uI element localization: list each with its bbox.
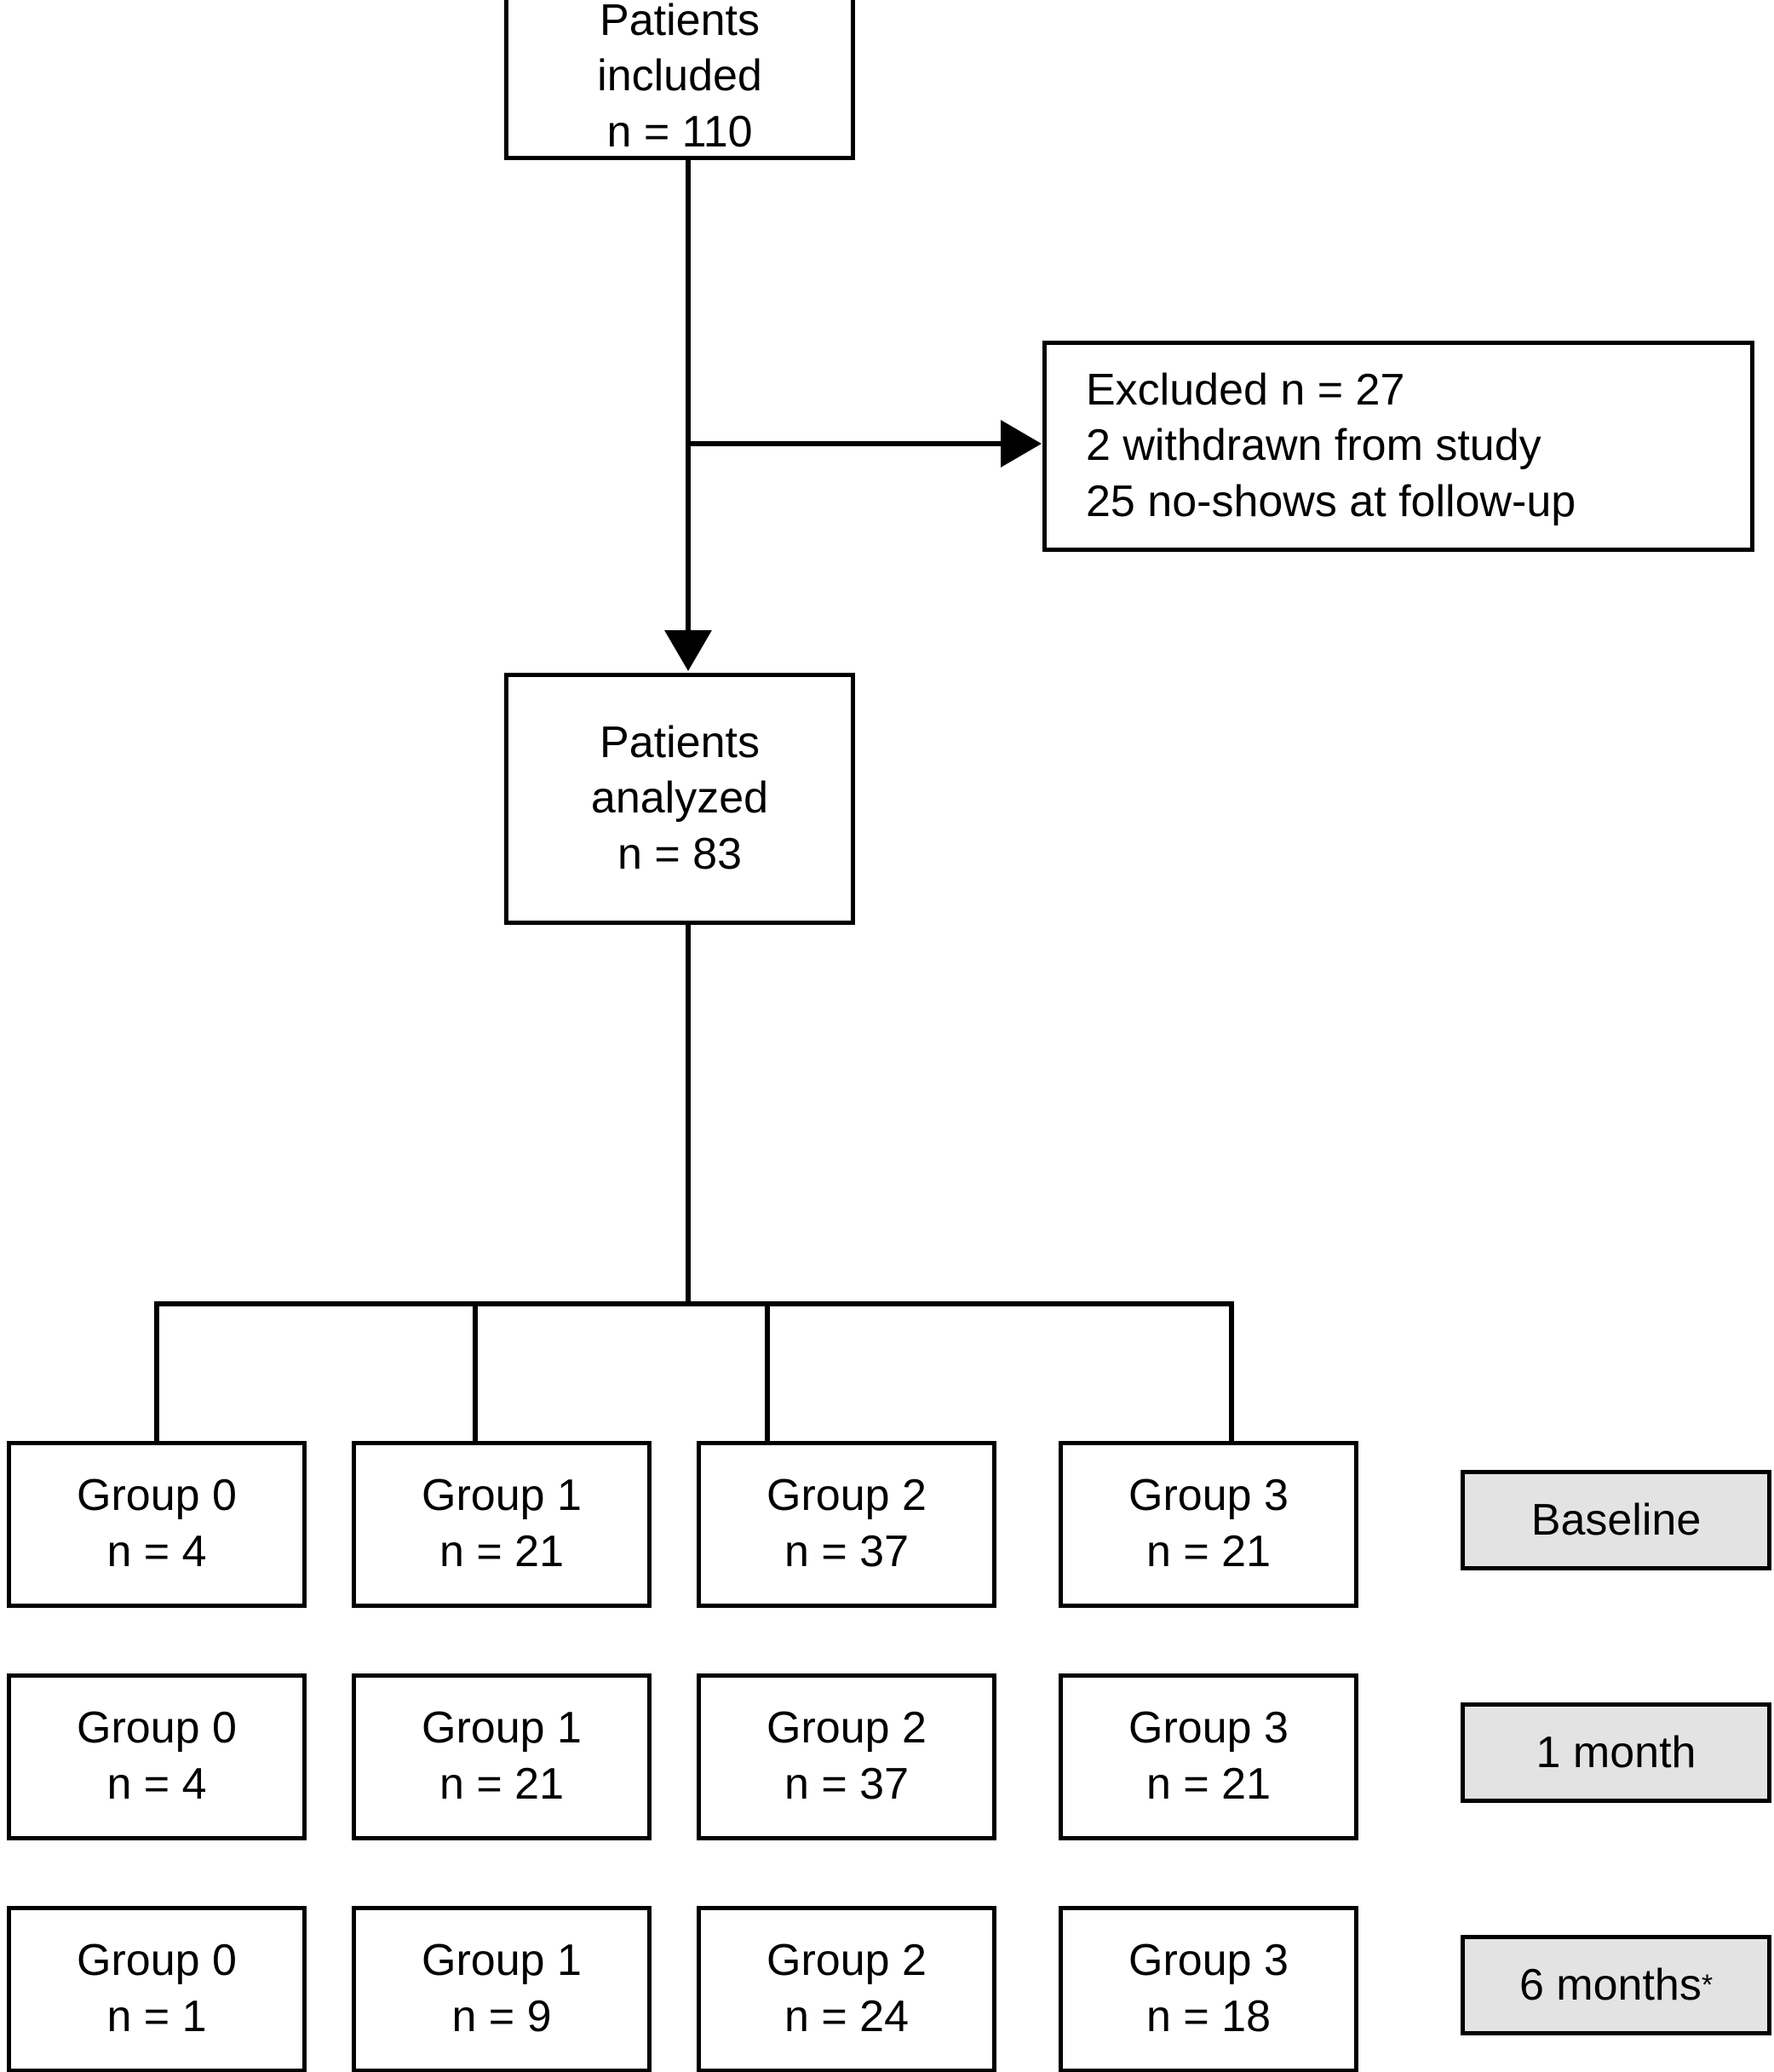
group-name: Group 1 xyxy=(422,1936,582,1986)
group-count: n = 4 xyxy=(106,1759,207,1809)
arrowhead-to-excluded xyxy=(1001,420,1042,468)
trunk-included-to-analyzed xyxy=(686,160,691,644)
group-count: n = 21 xyxy=(1145,1759,1272,1809)
group-count: n = 21 xyxy=(439,1759,565,1809)
arrowhead-to-analyzed xyxy=(664,630,712,671)
node-patients-analyzed-line1: Patients xyxy=(600,717,760,767)
group-box-1month-2: Group 2 n = 37 xyxy=(697,1673,996,1840)
stage-label-6months: 6 months* xyxy=(1461,1935,1771,2035)
group-box-1month-0: Group 0 n = 4 xyxy=(7,1673,307,1840)
group-count: n = 21 xyxy=(1145,1527,1272,1576)
group-box-6months-1: Group 1 n = 9 xyxy=(352,1906,652,2072)
node-excluded-line3: 25 no-shows at follow-up xyxy=(1086,476,1576,526)
group-name: Group 3 xyxy=(1128,1703,1289,1753)
branch-to-excluded xyxy=(686,441,1002,446)
group-count: n = 4 xyxy=(106,1527,207,1576)
group-name: Group 0 xyxy=(77,1471,237,1521)
group-count: n = 21 xyxy=(439,1527,565,1576)
group-box-6months-3: Group 3 n = 18 xyxy=(1059,1906,1358,2072)
distribution-bus xyxy=(154,1301,1231,1306)
stage-label-text: Baseline xyxy=(1530,1495,1702,1545)
node-excluded: Excluded n = 27 2 withdrawn from study 2… xyxy=(1042,341,1754,552)
node-patients-analyzed-line2: analyzed xyxy=(590,773,769,824)
group-box-6months-0: Group 0 n = 1 xyxy=(7,1906,307,2072)
group-name: Group 1 xyxy=(422,1703,582,1753)
node-patients-included: Patients included n = 110 xyxy=(504,0,855,160)
group-box-1month-1: Group 1 n = 21 xyxy=(352,1673,652,1840)
trunk-analyzed-to-bus xyxy=(686,925,691,1306)
group-box-baseline-3: Group 3 n = 21 xyxy=(1059,1441,1358,1608)
group-count: n = 18 xyxy=(1145,1992,1272,2041)
group-count: n = 1 xyxy=(106,1992,207,2041)
group-name: Group 2 xyxy=(766,1703,927,1753)
group-box-baseline-1: Group 1 n = 21 xyxy=(352,1441,652,1608)
stage-label-baseline: Baseline xyxy=(1461,1470,1771,1570)
group-box-baseline-0: Group 0 n = 4 xyxy=(7,1441,307,1608)
stage-label-1month: 1 month xyxy=(1461,1702,1771,1803)
drop-to-group-3 xyxy=(1229,1301,1234,1444)
group-count: n = 9 xyxy=(451,1992,552,2041)
drop-to-group-0 xyxy=(154,1301,159,1444)
group-name: Group 1 xyxy=(422,1471,582,1521)
group-name: Group 2 xyxy=(766,1471,927,1521)
node-patients-included-line2: included xyxy=(597,51,762,101)
stage-label-text: 1 month xyxy=(1536,1728,1696,1777)
group-box-baseline-2: Group 2 n = 37 xyxy=(697,1441,996,1608)
drop-to-group-2 xyxy=(765,1301,770,1444)
group-name: Group 2 xyxy=(766,1936,927,1986)
group-count: n = 24 xyxy=(784,1992,910,2041)
node-patients-analyzed: Patients analyzed n = 83 xyxy=(504,673,855,925)
group-name: Group 3 xyxy=(1128,1471,1289,1521)
group-box-1month-3: Group 3 n = 21 xyxy=(1059,1673,1358,1840)
node-patients-included-line1: Patients xyxy=(600,0,760,45)
group-name: Group 0 xyxy=(77,1936,237,1986)
drop-to-group-1 xyxy=(473,1301,478,1444)
stage-label-text: 6 months xyxy=(1519,1960,1702,2010)
node-excluded-line1: Excluded n = 27 xyxy=(1086,364,1405,415)
group-box-6months-2: Group 2 n = 24 xyxy=(697,1906,996,2072)
node-excluded-line2: 2 withdrawn from study xyxy=(1086,421,1541,471)
group-name: Group 3 xyxy=(1128,1936,1289,1986)
group-count: n = 37 xyxy=(784,1759,910,1809)
node-patients-analyzed-line3: n = 83 xyxy=(617,829,743,879)
group-name: Group 0 xyxy=(77,1703,237,1753)
node-patients-included-line3: n = 110 xyxy=(606,106,753,157)
group-count: n = 37 xyxy=(784,1527,910,1576)
